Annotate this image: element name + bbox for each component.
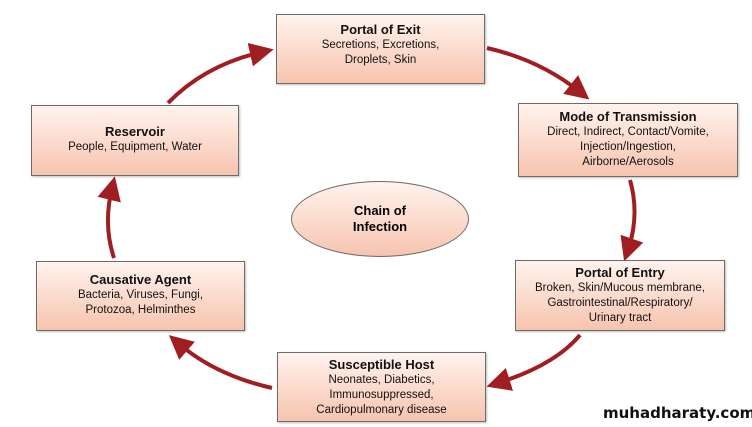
arrow-entry-to-host	[486, 333, 582, 391]
node-title: Reservoir	[105, 124, 165, 139]
node-detail: Urinary tract	[588, 312, 652, 324]
arrow-host-to-agent	[168, 335, 273, 390]
node-title: Portal of Entry	[575, 265, 665, 280]
node-detail: Protozoa, Helminthes	[85, 304, 196, 316]
node-detail: Broken, Skin/Mucous membrane,	[534, 282, 706, 294]
node-detail: Immunosuppressed,	[329, 389, 434, 401]
node-detail: Cardiopulmonary disease	[316, 404, 447, 416]
arrow-reservoir-to-exit	[166, 42, 274, 105]
node-detail: Injection/Ingestion,	[580, 141, 676, 153]
center-label: Chain of Infection	[291, 181, 469, 257]
node-detail: Bacteria, Viruses, Fungi,	[77, 289, 204, 301]
arrow-transmission-to-entry	[620, 179, 644, 262]
node-title: Susceptible Host	[328, 357, 435, 372]
node-detail: Gastrointestinal/Respiratory/	[547, 297, 693, 309]
node-title: Mode of Transmission	[559, 109, 697, 124]
watermark: muhadharaty.com	[603, 404, 752, 422]
node-detail: Neonates, Diabetics,	[328, 374, 435, 386]
node-detail: Direct, Indirect, Contact/Vomite,	[547, 126, 709, 138]
arrow-exit-to-transmission	[486, 46, 590, 100]
arrow-agent-to-reservoir	[97, 176, 121, 259]
node-detail: Droplets, Skin	[344, 54, 417, 66]
node-detail: Secretions, Excretions,	[321, 39, 440, 51]
node-detail: Airborne/Aerosols	[582, 156, 674, 168]
node-detail: People, Equipment, Water	[68, 141, 202, 153]
node-title: Portal of Exit	[340, 22, 421, 37]
node-title: Causative Agent	[89, 272, 192, 287]
